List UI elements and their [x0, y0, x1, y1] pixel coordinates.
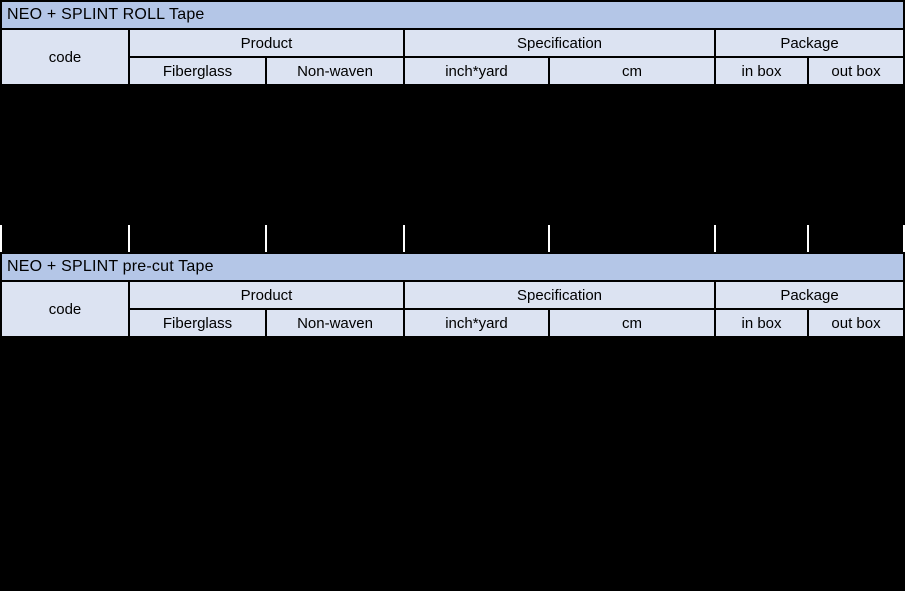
group-header-package: Package — [716, 282, 903, 308]
empty-cell — [550, 225, 714, 252]
empty-cell — [267, 225, 403, 252]
empty-cell — [405, 225, 548, 252]
empty-cell — [716, 225, 807, 252]
table-title-roll-tape: NEO + SPLINT ROLL Tape — [2, 2, 903, 28]
subcolumn-header-inch-yard: inch*yard — [405, 310, 548, 336]
column-header-code: code — [2, 282, 128, 336]
subcolumn-header-out-box: out box — [809, 58, 903, 84]
empty-cell — [2, 225, 128, 252]
group-header-product: Product — [130, 282, 403, 308]
group-header-package: Package — [716, 30, 903, 56]
table-roll-tape-last-row — [0, 225, 905, 252]
subcolumn-header-cm: cm — [550, 58, 714, 84]
table-pre-cut-tape-data-region — [0, 338, 905, 591]
subcolumn-header-fiberglass: Fiberglass — [130, 58, 265, 84]
group-header-product: Product — [130, 30, 403, 56]
subcolumn-header-cm: cm — [550, 310, 714, 336]
subcolumn-header-in-box: in box — [716, 58, 807, 84]
empty-cell — [809, 225, 903, 252]
table-header-pre-cut-tape: code Product Specification Package Fiber… — [2, 282, 903, 336]
subcolumn-header-non-waven: Non-waven — [267, 58, 403, 84]
table-title-pre-cut-tape: NEO + SPLINT pre-cut Tape — [2, 254, 903, 280]
table-pre-cut-tape: NEO + SPLINT pre-cut Tape code Product S… — [0, 252, 905, 338]
subcolumn-header-non-waven: Non-waven — [267, 310, 403, 336]
subcolumn-header-inch-yard: inch*yard — [405, 58, 548, 84]
table-header-roll-tape: code Product Specification Package Fiber… — [2, 30, 903, 84]
empty-cell — [130, 225, 265, 252]
subcolumn-header-out-box: out box — [809, 310, 903, 336]
table-roll-tape-data-region — [0, 86, 905, 225]
subcolumn-header-fiberglass: Fiberglass — [130, 310, 265, 336]
group-header-specification: Specification — [405, 30, 714, 56]
group-header-specification: Specification — [405, 282, 714, 308]
table-roll-tape: NEO + SPLINT ROLL Tape code Product Spec… — [0, 0, 905, 86]
column-header-code: code — [2, 30, 128, 84]
subcolumn-header-in-box: in box — [716, 310, 807, 336]
